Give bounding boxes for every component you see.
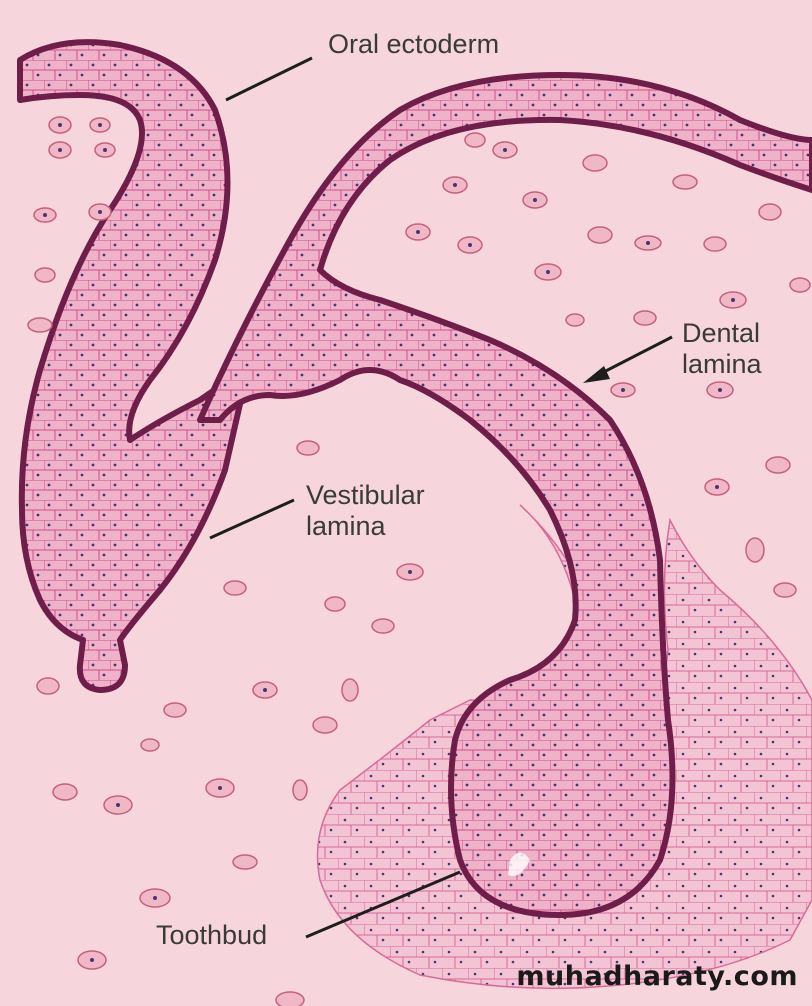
dental-lamina-label-line2: lamina — [682, 349, 762, 380]
dental-lamina-label: Dental lamina — [682, 318, 762, 380]
toothbud-label: Toothbud — [156, 920, 267, 951]
site-watermark: muhadharaty.com — [516, 961, 798, 992]
vestibular-lamina-label-line2: lamina — [306, 511, 425, 542]
dental-lamina-label-line1: Dental — [682, 318, 762, 349]
oral-ectoderm-label: Oral ectoderm — [328, 29, 499, 60]
vestibular-lamina-label-line1: Vestibular — [306, 480, 425, 511]
vestibular-lamina-label: Vestibular lamina — [306, 480, 425, 542]
